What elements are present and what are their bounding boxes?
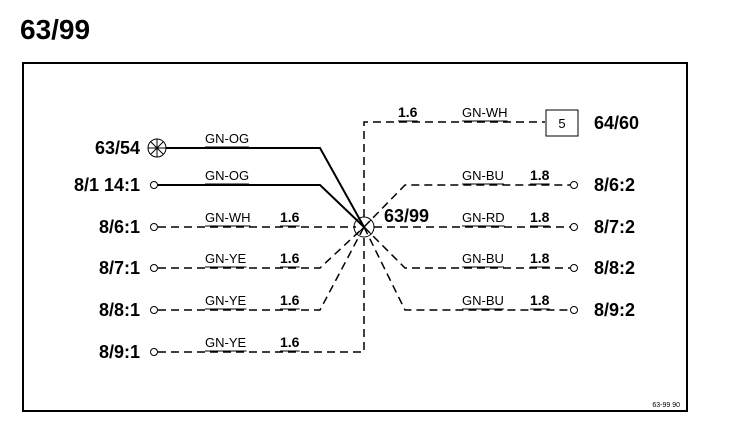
wire-right-1 — [363, 184, 570, 228]
wire-color-label: GN-BU — [462, 168, 504, 183]
wire-top — [363, 121, 545, 217]
terminal-label-left: 8/1 14:1 — [74, 175, 140, 195]
wire-color-label: GN-OG — [205, 168, 249, 183]
ground-symbol-icon — [147, 138, 167, 158]
wire-left-2 — [158, 184, 365, 228]
page-title: 63/99 — [20, 14, 91, 45]
wire-color-label: GN-BU — [462, 293, 504, 308]
terminal-dot — [150, 223, 158, 231]
wire-color-label: GN-RD — [462, 210, 505, 225]
wire-gauge-label: 1.8 — [530, 209, 550, 225]
wire-color-label: GN-WH — [462, 105, 508, 120]
terminal-label-right: 8/8:2 — [594, 258, 635, 278]
terminal-label-left: 8/6:1 — [99, 217, 140, 237]
connector-box — [545, 109, 579, 137]
terminal-label-top: 64/60 — [594, 113, 639, 133]
wire-right-3 — [363, 226, 570, 269]
wire-gauge-label: 1.6 — [280, 292, 300, 308]
terminal-dot — [570, 306, 578, 314]
diagram-frame — [22, 62, 688, 412]
wire-color-label: GN-YE — [205, 293, 247, 308]
terminal-label-left: 8/8:1 — [99, 300, 140, 320]
terminal-label-right: 8/9:2 — [594, 300, 635, 320]
wire-gauge-label: 1.6 — [280, 250, 300, 266]
wire-gauge-label: 1.6 — [398, 104, 418, 120]
wire-gauge-label: 1.8 — [530, 292, 550, 308]
wire-gauge-label: 1.6 — [280, 209, 300, 225]
wire-left-1 — [166, 147, 365, 228]
terminal-dot — [570, 181, 578, 189]
terminal-label-left: 63/54 — [95, 138, 140, 158]
wire-left-5 — [158, 226, 365, 311]
connector-box-label: 5 — [558, 116, 565, 131]
wire-color-label: GN-YE — [205, 335, 247, 350]
terminal-label-right: 8/6:2 — [594, 175, 635, 195]
terminal-dot — [570, 223, 578, 231]
terminal-dot — [150, 264, 158, 272]
terminal-label-left: 8/9:1 — [99, 342, 140, 362]
terminal-dot — [150, 181, 158, 189]
terminal-dot — [150, 306, 158, 314]
wire-color-label: GN-WH — [205, 210, 251, 225]
wire-left-4 — [158, 226, 365, 269]
wire-right-4 — [363, 226, 570, 311]
wire-gauge-label: 1.8 — [530, 250, 550, 266]
terminal-dot — [570, 264, 578, 272]
wire-left-6 — [158, 237, 365, 353]
terminal-dot — [150, 348, 158, 356]
figure-code: 63-99 90 — [652, 402, 680, 409]
wire-gauge-label: 1.8 — [530, 167, 550, 183]
wire-color-label: GN-BU — [462, 251, 504, 266]
wire-color-label: GN-OG — [205, 131, 249, 146]
terminal-label-right: 8/7:2 — [594, 217, 635, 237]
wire-gauge-label: 1.6 — [280, 334, 300, 350]
splice-label: 63/99 — [384, 206, 429, 226]
wire-color-label: GN-YE — [205, 251, 247, 266]
terminal-label-left: 8/7:1 — [99, 258, 140, 278]
